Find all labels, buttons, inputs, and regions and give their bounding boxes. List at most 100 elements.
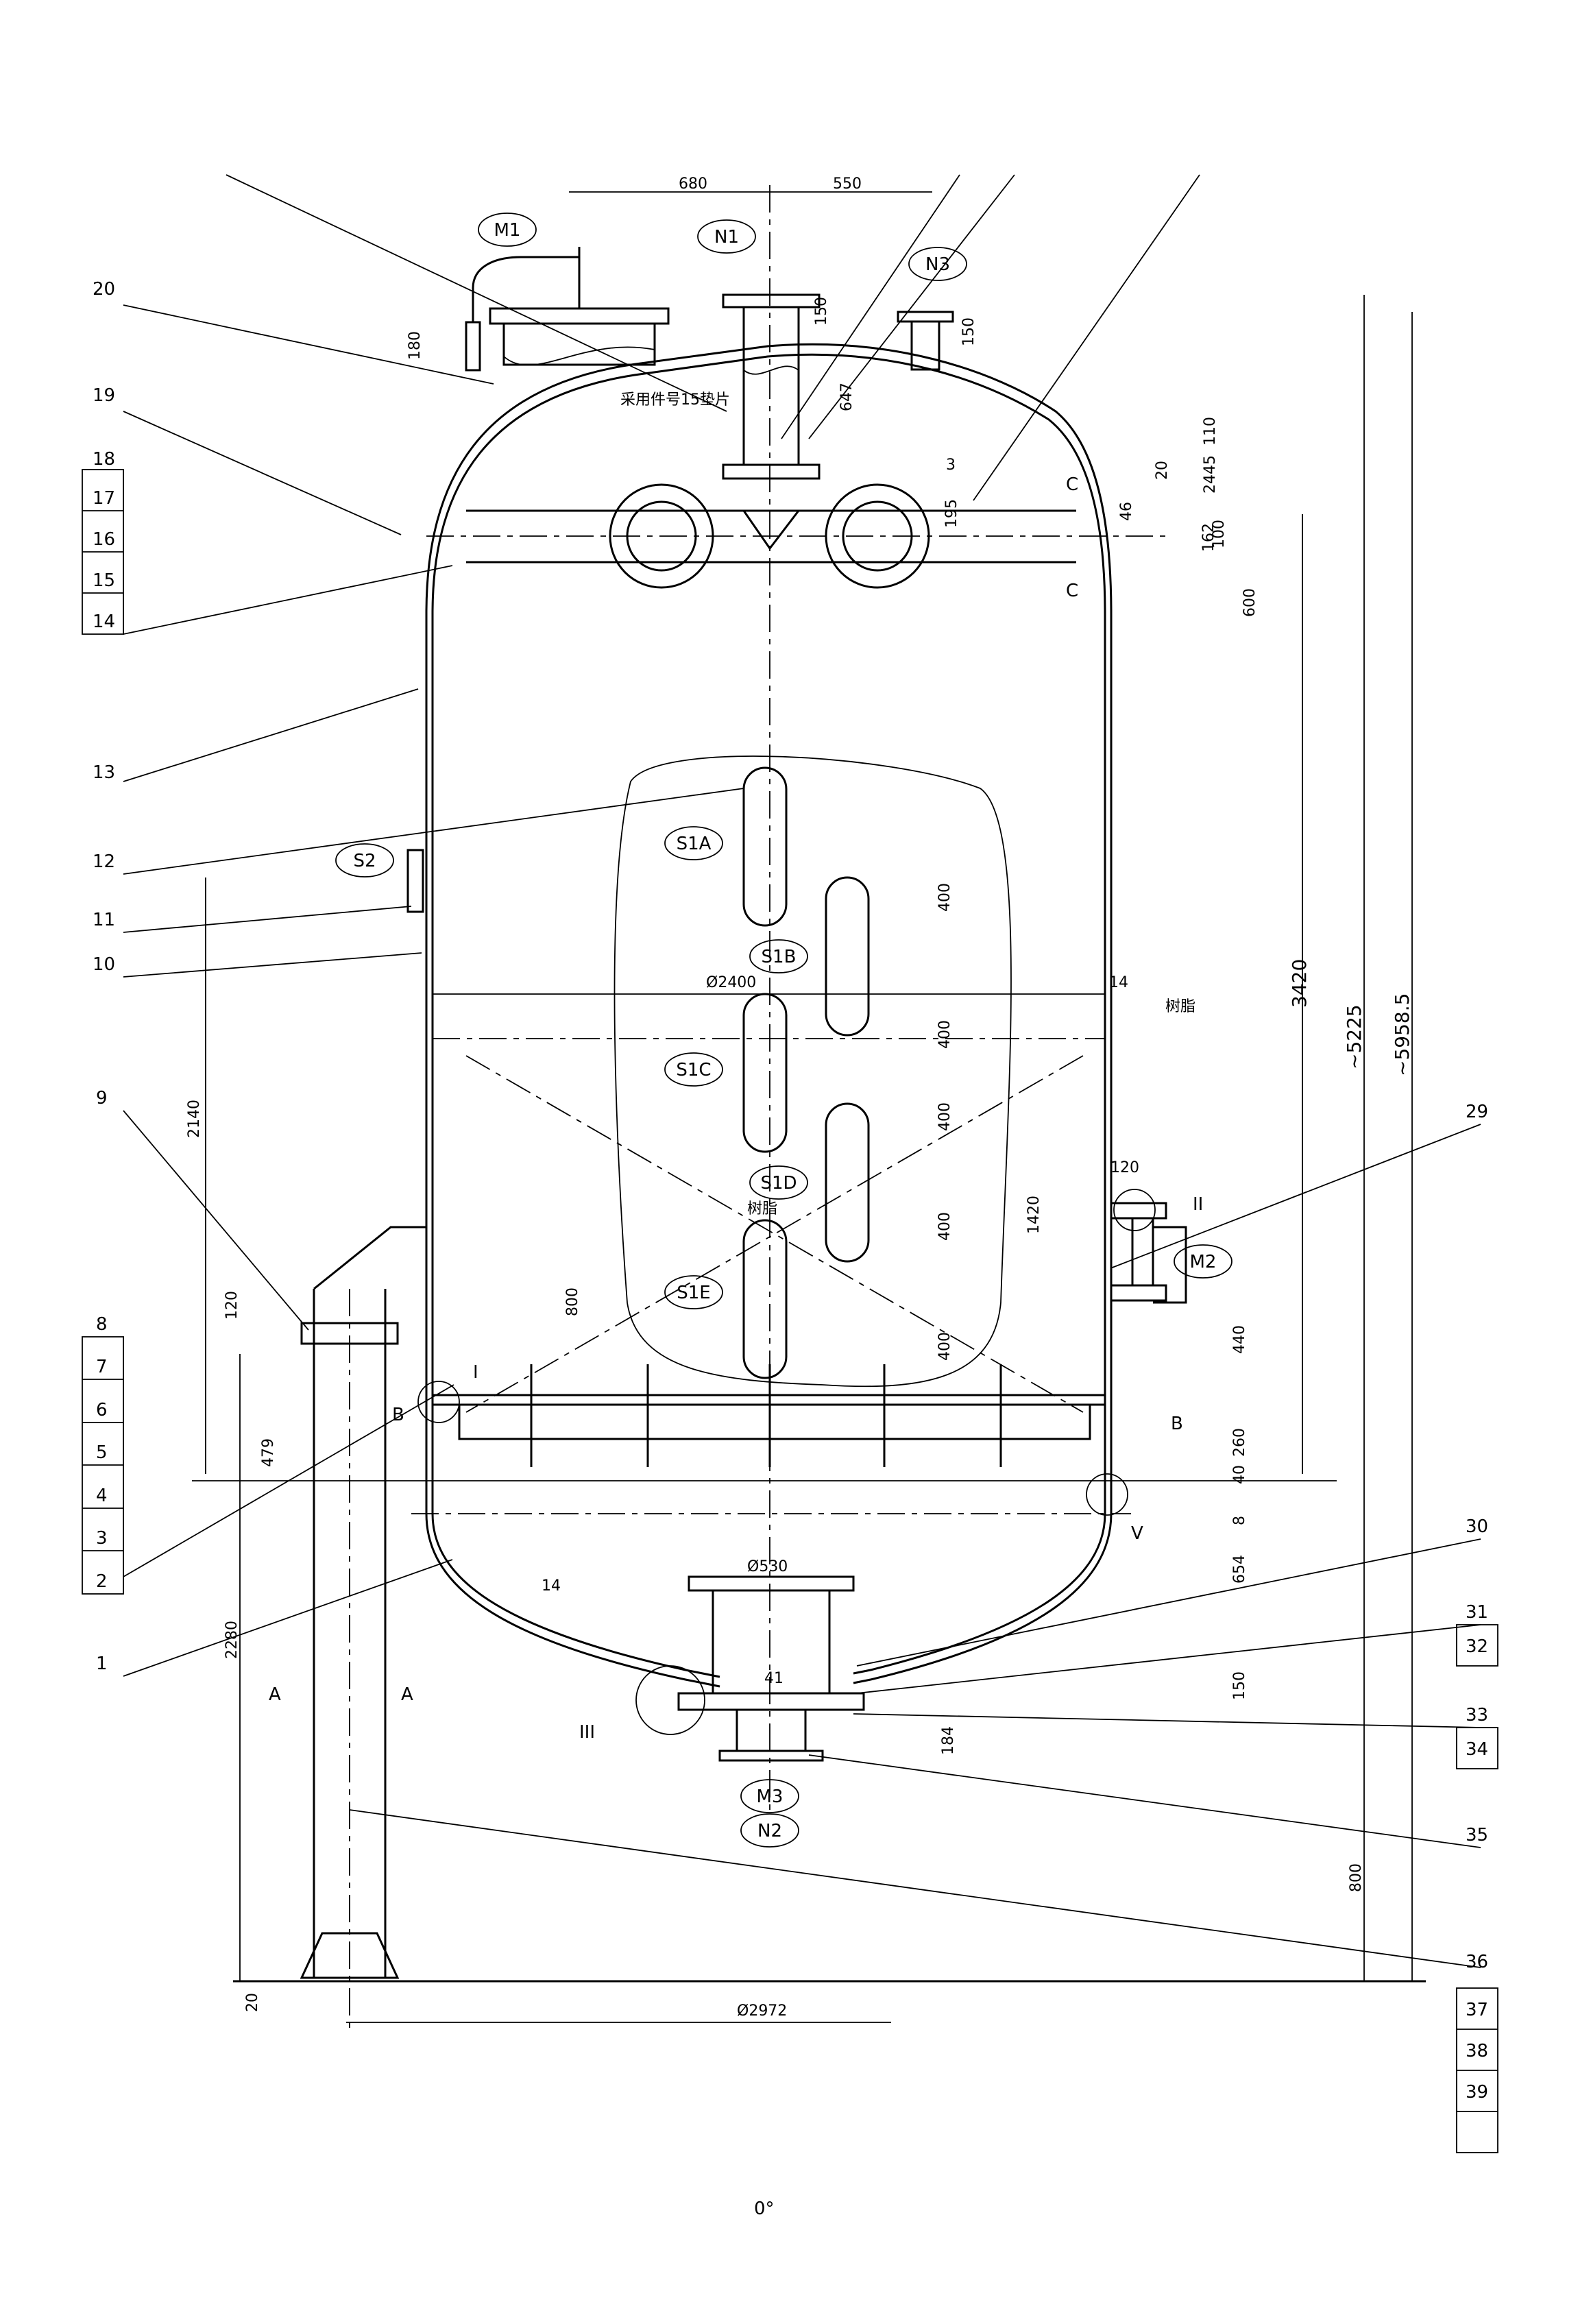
dim-3420: 3420 <box>1288 959 1311 1008</box>
side-nozzles <box>406 849 1187 1304</box>
view-angle: 0° <box>754 2199 775 2219</box>
dim-195: 195 <box>943 499 960 528</box>
part-38: 38 <box>1466 2041 1488 2061</box>
section-b-left: B <box>392 1405 404 1425</box>
dim-5958: ~5958.5 <box>1391 993 1413 1076</box>
nozzle-s2: S2 <box>353 851 376 871</box>
dim-647: 647 <box>838 383 855 411</box>
part-16: 16 <box>93 529 115 550</box>
part-33: 33 <box>1466 1705 1488 1726</box>
dim-1420: 1420 <box>1025 1196 1043 1234</box>
part-4: 4 <box>96 1486 108 1506</box>
part-7: 7 <box>96 1357 108 1377</box>
section-b-right: B <box>1171 1414 1183 1434</box>
dim-680: 680 <box>679 175 707 193</box>
part-3: 3 <box>96 1528 108 1549</box>
gasket-note: 采用件号15垫片 <box>620 391 730 409</box>
part-12: 12 <box>93 851 115 872</box>
section-a-right: A <box>401 1684 413 1705</box>
part-15: 15 <box>93 570 115 591</box>
part-29: 29 <box>1466 1102 1488 1122</box>
support-leg <box>233 1226 1426 2029</box>
part-32: 32 <box>1466 1636 1488 1657</box>
detail-iii: III <box>579 1722 595 1743</box>
dim-2445: 2445 <box>1202 455 1219 494</box>
bottom-nozzle <box>677 1575 865 1762</box>
section-c-bottom: C <box>1066 581 1078 601</box>
vessel-shell <box>411 185 1131 1817</box>
dim-162: 162 <box>1200 523 1217 552</box>
dim-40: 40 <box>1231 1465 1248 1484</box>
part-10: 10 <box>93 954 115 975</box>
dim-184: 184 <box>940 1726 957 1755</box>
dim-2140: 2140 <box>186 1100 203 1138</box>
part-8: 8 <box>96 1314 108 1335</box>
part-13: 13 <box>93 762 115 783</box>
nozzle-m3: M3 <box>757 1787 784 1807</box>
part-5: 5 <box>96 1442 108 1463</box>
part-39: 39 <box>1466 2082 1488 2103</box>
nozzle-s1b: S1B <box>762 947 797 967</box>
part-35: 35 <box>1466 1825 1488 1845</box>
part-number-boxes <box>82 469 1498 2153</box>
nozzle-s1c: S1C <box>676 1060 711 1080</box>
dim-400-e: 400 <box>936 1332 954 1361</box>
dim-400-c: 400 <box>936 1102 954 1131</box>
section-c-top: C <box>1066 474 1078 495</box>
dim-41: 41 <box>764 1670 784 1687</box>
resin-note-2: 树脂 <box>747 1200 777 1218</box>
detail-i: I <box>473 1362 478 1383</box>
part-20: 20 <box>93 279 115 300</box>
dim-120-left: 120 <box>223 1291 241 1320</box>
dim-d2400: Ø2400 <box>706 974 756 991</box>
dim-600: 600 <box>1241 588 1259 617</box>
nozzle-s1e: S1E <box>677 1283 710 1303</box>
part-31: 31 <box>1466 1602 1488 1623</box>
dim-14-head: 14 <box>542 1577 561 1595</box>
part-17: 17 <box>93 488 115 509</box>
internal-breakout <box>433 755 1105 1413</box>
dim-260: 260 <box>1231 1428 1248 1457</box>
part-34: 34 <box>1466 1739 1488 1760</box>
dim-400-a: 400 <box>936 883 954 912</box>
collector <box>431 1364 1106 1467</box>
nozzle-n2: N2 <box>757 1821 782 1841</box>
dim-20-bottom: 20 <box>244 1993 261 2012</box>
sight-glasses <box>742 766 870 1379</box>
dim-800-leg: 800 <box>1348 1863 1365 1892</box>
part-30: 30 <box>1466 1516 1488 1537</box>
dim-150-n3: 150 <box>960 317 977 346</box>
dim-150-bottom: 150 <box>1231 1671 1248 1700</box>
dim-180: 180 <box>406 331 424 360</box>
detail-v: V <box>1131 1523 1143 1544</box>
dim-46: 46 <box>1118 502 1135 521</box>
top-nozzles <box>465 247 954 480</box>
part-6: 6 <box>96 1400 108 1420</box>
dim-440: 440 <box>1231 1325 1248 1354</box>
dim-400-b: 400 <box>936 1020 954 1049</box>
dim-2280: 2280 <box>223 1621 241 1659</box>
part-2: 2 <box>96 1571 108 1592</box>
dim-100: 100 <box>1211 520 1228 548</box>
dim-654: 654 <box>1231 1555 1248 1584</box>
dim-800-inner: 800 <box>564 1287 581 1316</box>
dim-3: 3 <box>946 457 956 474</box>
resin-note: 树脂 <box>1165 998 1195 1015</box>
nozzle-s1d: S1D <box>760 1173 797 1194</box>
detail-ii: II <box>1193 1194 1203 1215</box>
dim-479: 479 <box>260 1438 277 1467</box>
part-1: 1 <box>96 1654 108 1674</box>
part-37: 37 <box>1466 2000 1488 2020</box>
dim-110: 110 <box>1202 417 1219 446</box>
nozzle-n1: N1 <box>714 227 739 247</box>
dim-150-n1: 150 <box>813 297 830 326</box>
dim-120-right: 120 <box>1110 1159 1139 1176</box>
part-9: 9 <box>96 1088 108 1109</box>
upper-distributor <box>426 483 1165 589</box>
part-18: 18 <box>93 449 115 470</box>
dim-8: 8 <box>1231 1516 1248 1525</box>
nozzle-m1: M1 <box>494 220 521 241</box>
dim-400-d: 400 <box>936 1212 954 1241</box>
part-19: 19 <box>93 385 115 406</box>
